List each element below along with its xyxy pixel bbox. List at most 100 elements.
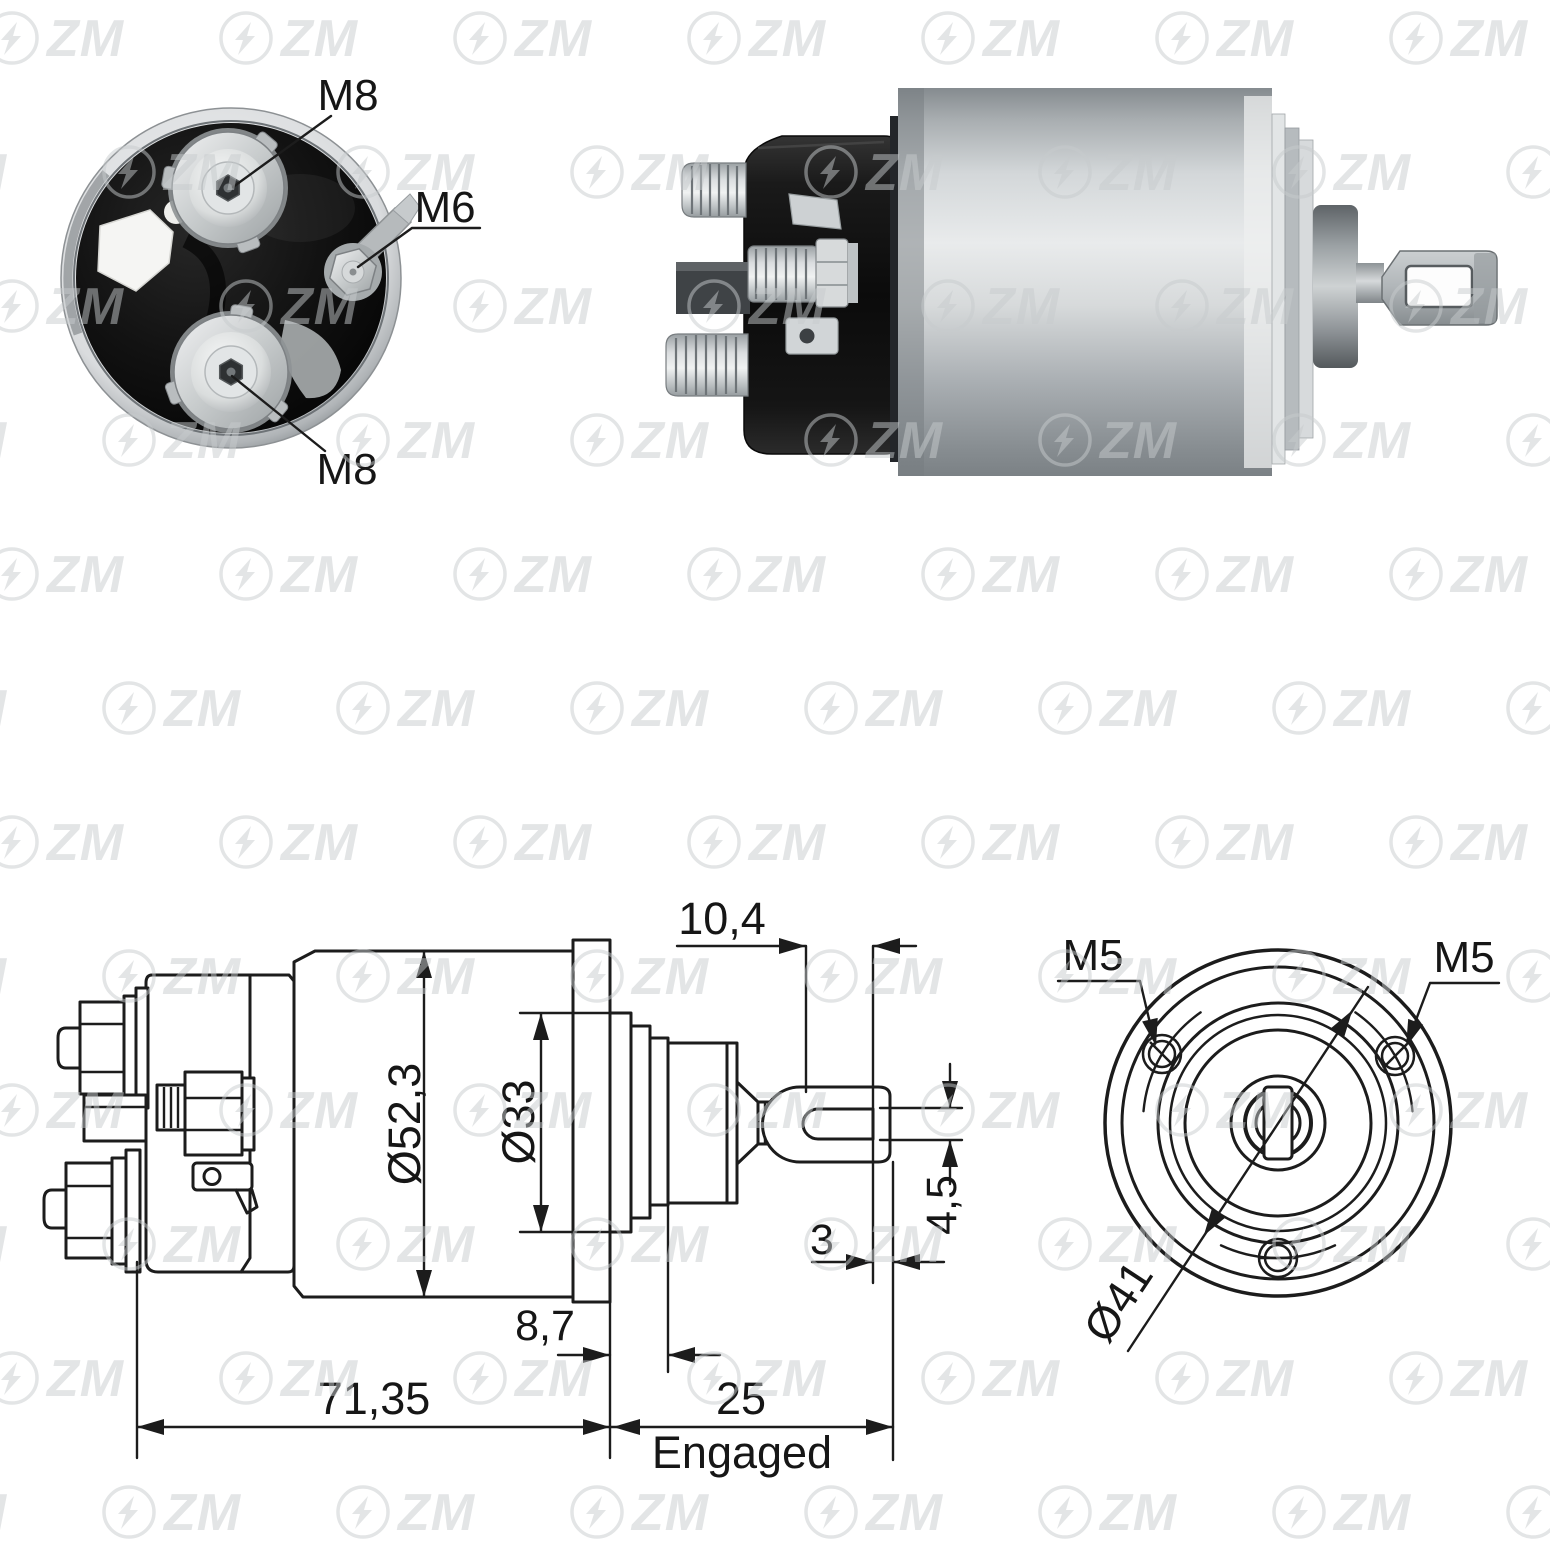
watermark-text: ZM [0, 948, 8, 1006]
zm-logo-watermark: ZM [1155, 10, 1295, 68]
zm-logo-watermark: ZM [1389, 814, 1528, 872]
watermark-text: ZM [630, 948, 710, 1006]
zm-logo-watermark: ZM [453, 1350, 593, 1408]
zm-logo-watermark: ZM [1155, 814, 1295, 872]
zm-logo-watermark: ZM [1272, 948, 1411, 1006]
drawn-neck-ring-3 [648, 1036, 670, 1207]
zm-logo-watermark: ZM [453, 278, 593, 336]
front-ring-2 [1284, 127, 1300, 451]
zm-logo-watermark: ZM [921, 1082, 1060, 1140]
terminal-m8-top [161, 128, 288, 254]
drawing-front-view: Ø41 M5 M5 [1056, 931, 1501, 1353]
zm-logo-watermark: ZM [1506, 145, 1550, 199]
watermark-text: ZM [1332, 412, 1412, 470]
watermark-text: ZM [0, 1216, 8, 1274]
watermark-text: ZM [396, 680, 476, 738]
photo-rear-view: M8 M6 M8 [60, 71, 482, 494]
zm-logo-watermark: ZM [0, 10, 124, 68]
spade-terminal-lower [785, 317, 839, 355]
drawn-terminal-top [56, 986, 150, 1110]
stud-m8-bottom [665, 333, 749, 397]
watermark-text: ZM [630, 680, 710, 738]
zm-logo-watermark: ZM [1155, 1350, 1294, 1408]
watermark-text: ZM [162, 680, 242, 738]
dim-travel: 25 [716, 1373, 766, 1424]
leader-m8-bottom [230, 374, 327, 453]
zm-logo-watermark: ZM [0, 680, 7, 738]
watermark-text: ZM [1215, 546, 1295, 604]
zm-logo-watermark: ZM [1506, 681, 1550, 735]
label-m8-bottom-terminal: M8 [316, 445, 377, 494]
zm-logo-watermark: ZM [1038, 1484, 1178, 1542]
zm-logo-watermark: ZM [0, 1484, 8, 1542]
zm-logo-watermark: ZM [1155, 546, 1295, 604]
drawing-side-view: Ø52,3 Ø33 10,4 4,5 3 8,7 [42, 893, 966, 1478]
fork-eye-hole [1404, 264, 1474, 309]
watermark-text: ZM [630, 412, 710, 470]
watermark-text: ZM [513, 546, 593, 604]
zm-logo-watermark: ZM [102, 680, 242, 738]
dim-neck-diameter: Ø33 [493, 1079, 544, 1164]
zm-logo-watermark: ZM [921, 546, 1060, 604]
zm-logo-watermark: ZM [1506, 413, 1550, 467]
watermark-text: ZM [0, 1484, 8, 1542]
drawn-terminal-bottom [42, 1148, 142, 1274]
watermark-text: ZM [513, 1350, 593, 1408]
dim-overall-length: 71,35 [318, 1373, 431, 1424]
zm-logo-watermark: ZM [0, 1350, 124, 1408]
plunger-fork [1381, 250, 1498, 326]
zm-logo-watermark: ZM [1389, 546, 1529, 604]
watermark-text: ZM [1215, 814, 1295, 872]
watermark-text: ZM [981, 814, 1061, 872]
zm-logo-watermark: ZM [336, 1484, 475, 1542]
dim-body-diameter: Ø52,3 [379, 1063, 430, 1186]
label-m5-right: M5 [1433, 933, 1494, 982]
watermark-text: ZM [513, 278, 593, 336]
zm-logo-watermark: ZM [687, 814, 827, 872]
dim-neck-length: 8,7 [515, 1302, 575, 1350]
watermark-text: ZM [1215, 10, 1295, 68]
watermark-text: ZM [279, 10, 359, 68]
spade-terminal-top [788, 193, 842, 230]
watermark-text: ZM [1098, 1484, 1178, 1542]
watermark-text: ZM [0, 412, 8, 470]
white-plastic-filler [97, 209, 174, 292]
zm-logo-watermark: ZM [219, 546, 358, 604]
zm-logo-watermark: ZM [1272, 680, 1411, 738]
zm-logo-watermark: ZM [453, 10, 592, 68]
zm-logo-watermark: ZM [1506, 949, 1550, 1003]
drawn-fork-slot [801, 1107, 875, 1141]
drawn-bracket-tab [82, 1093, 148, 1143]
dim-travel-note: Engaged [652, 1427, 832, 1478]
rim-shadow [63, 170, 110, 336]
bolt-circle-arc-bottom [1219, 1244, 1337, 1260]
zm-logo-watermark: ZM [570, 1484, 709, 1542]
watermark-text: ZM [1449, 546, 1529, 604]
zm-logo-watermark: ZM [453, 814, 592, 872]
zm-logo-watermark: ZM [1389, 10, 1528, 68]
leader-m5-right [1406, 981, 1501, 1043]
zm-logo-watermark: ZM [921, 814, 1061, 872]
front-ring-1 [1271, 113, 1286, 465]
leader-m5-left [1056, 979, 1156, 1042]
zm-logo-watermark: ZM [102, 1484, 241, 1542]
watermark-text: ZM [747, 814, 827, 872]
zm-logo-watermark: ZM [1506, 1485, 1550, 1539]
watermark-text: ZM [864, 680, 944, 738]
drawn-mounting-flange [571, 938, 612, 1304]
dim-slot-height: 4,5 [918, 1175, 966, 1235]
front-ring-3 [1298, 139, 1314, 439]
leader-m8-top [231, 114, 333, 189]
zm-logo-watermark: ZM [0, 948, 8, 1006]
zm-logo-watermark: ZM [0, 412, 8, 470]
bolt-circle-arc-left [1142, 1011, 1202, 1113]
zm-logo-watermark: ZM [453, 546, 593, 604]
zm-logo-watermark: ZM [219, 814, 358, 872]
label-m8-top-terminal: M8 [317, 71, 378, 120]
watermark-text: ZM [396, 412, 476, 470]
plunger-shaft [1356, 263, 1384, 303]
zm-logo-watermark: ZM [1038, 680, 1177, 738]
watermark-text: ZM [981, 1350, 1061, 1408]
zm-logo-watermark: ZM [1389, 1350, 1528, 1408]
